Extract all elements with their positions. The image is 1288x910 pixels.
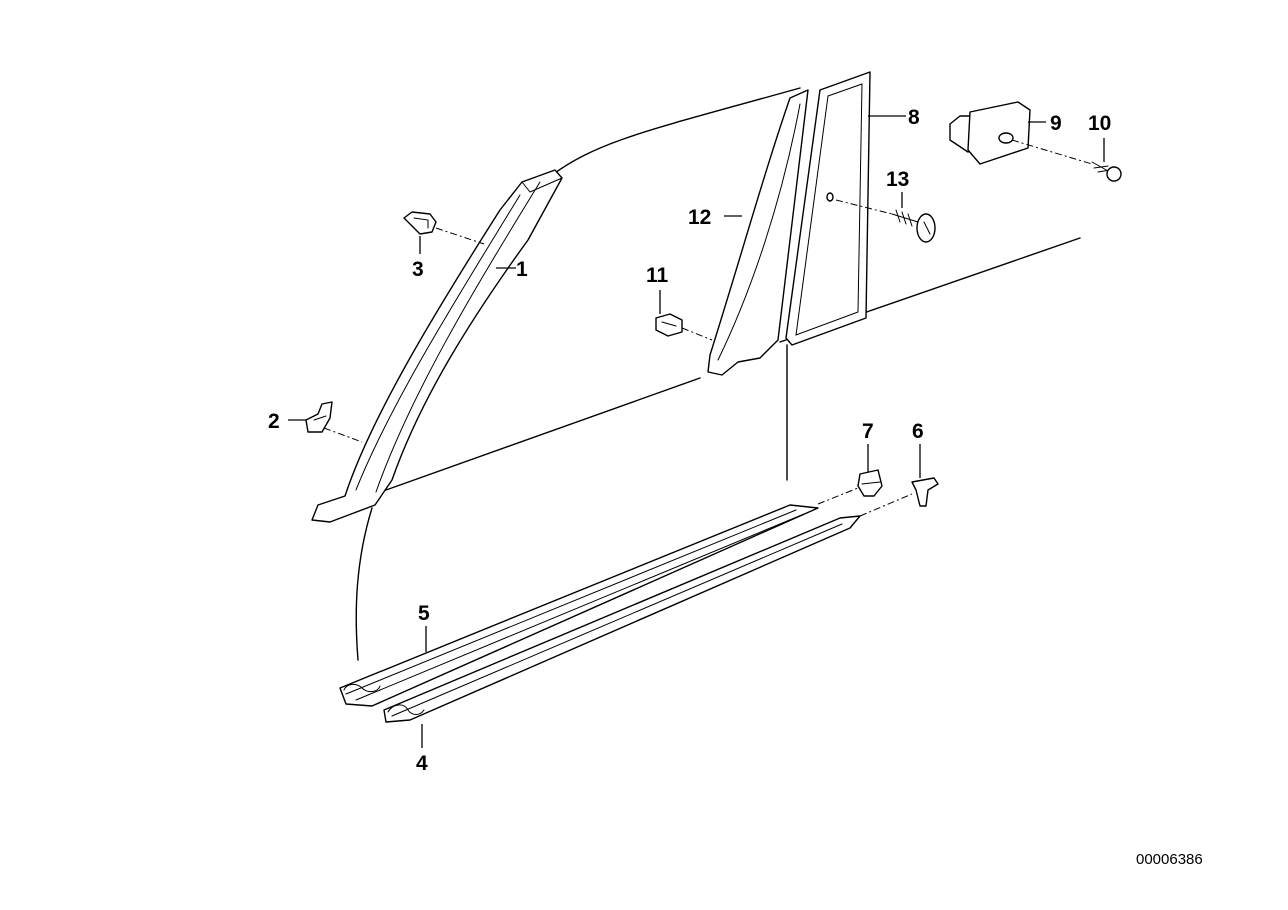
callout-5: 5 — [418, 602, 430, 625]
sill-strip-part-5 — [339, 504, 819, 707]
callout-labels: 1 2 3 4 5 6 7 8 9 10 11 12 13 — [268, 106, 1111, 775]
callout-3: 3 — [412, 258, 424, 281]
assembly-lines — [323, 139, 1093, 517]
callout-6: 6 — [912, 420, 924, 443]
clip-part-3 — [403, 211, 437, 235]
b-pillar-trim-front-part — [707, 89, 809, 376]
leader-lines — [288, 115, 1105, 748]
callout-9: 9 — [1050, 112, 1062, 135]
callout-7: 7 — [862, 420, 874, 443]
a-pillar-trim-part — [311, 169, 563, 523]
callout-2: 2 — [268, 410, 280, 433]
push-clip-part-6 — [911, 477, 939, 507]
clip-part-11 — [655, 313, 683, 337]
callout-10: 10 — [1088, 112, 1111, 135]
callout-11: 11 — [646, 264, 669, 287]
document-number: 00006386 — [1136, 851, 1203, 868]
retainer-part-9 — [949, 101, 1031, 165]
callout-4: 4 — [416, 752, 428, 775]
callout-8: 8 — [908, 106, 920, 129]
clip-part-7 — [857, 469, 883, 497]
callout-13: 13 — [886, 168, 909, 191]
bracket-part-2 — [305, 401, 333, 433]
screw-part-13 — [826, 192, 936, 243]
callout-12: 12 — [688, 206, 711, 229]
callout-1: 1 — [516, 258, 528, 281]
b-pillar-trim-rear-part — [785, 71, 871, 346]
screw-part-10 — [1091, 161, 1122, 182]
sill-strip-part-4 — [383, 515, 861, 723]
